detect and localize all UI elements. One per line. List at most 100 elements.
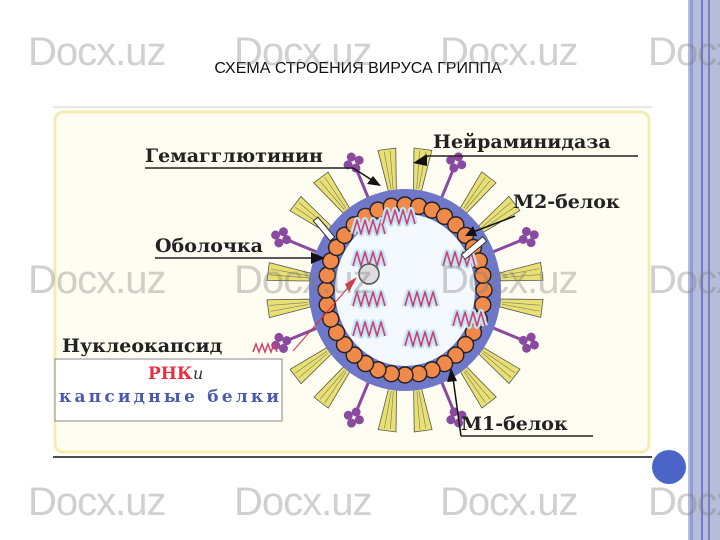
slide-title: СХЕМА СТРОЕНИЯ ВИРУСА ГРИППА: [214, 60, 502, 77]
rna-sample-icon: [252, 341, 278, 355]
hemagglutinin-stripe: [324, 371, 347, 404]
hemagglutinin-stripe: [269, 302, 308, 306]
slide-border-rail: [688, 0, 720, 540]
neuraminidase-head: [457, 410, 467, 420]
hemagglutinin-spike: [266, 298, 311, 319]
neuraminidase-head: [282, 336, 292, 346]
watermark: Docx.uz: [234, 480, 372, 524]
hemagglutinin-stripe: [389, 150, 394, 189]
hemagglutinin-stripe: [465, 370, 491, 400]
neuraminidase-head: [346, 152, 356, 162]
nucleocapsid-legend-box: [54, 358, 283, 422]
arrowhead: [447, 368, 457, 382]
hemagglutinin-body: [266, 298, 311, 319]
slide-nav-dot: [652, 450, 686, 484]
label-neuraminidase: Нейраминидаза: [433, 131, 611, 153]
neuraminidase-head: [449, 163, 459, 173]
neuraminidase-head: [354, 415, 364, 425]
neuraminidase-head: [446, 155, 456, 165]
m1-matrix-bead: [327, 238, 346, 257]
neuraminidase-head: [282, 235, 292, 245]
hemagglutinin-spike: [499, 298, 544, 318]
hemagglutinin-stripe: [483, 206, 515, 229]
neuraminidase-head: [449, 407, 459, 417]
rna-segment: [352, 321, 386, 337]
label-m1-protein: М1-белок: [461, 413, 568, 435]
m1-matrix-bead: [475, 281, 493, 299]
hemagglutinin-stripe: [483, 350, 515, 373]
hemagglutinin-stripe: [270, 268, 309, 277]
rna-segment: [352, 291, 386, 307]
neuraminidase-head: [529, 340, 539, 350]
rna-segment: [352, 219, 386, 235]
neuraminidase-head: [453, 152, 463, 162]
neuraminidase-head: [354, 155, 364, 165]
neuraminidase-head: [518, 335, 528, 345]
neuraminidase-spike: [493, 326, 539, 353]
hemagglutinin-stripe: [298, 352, 329, 378]
hemagglutinin-stripe: [502, 301, 541, 306]
neuraminidase-head: [343, 160, 353, 170]
neuraminidase-spike: [440, 152, 467, 199]
label-and: и: [193, 364, 203, 383]
hemagglutinin-stripe: [501, 268, 540, 276]
pointer-arrow: [292, 281, 354, 352]
hemagglutinin-stripe: [481, 352, 512, 378]
neuraminidase-spike: [493, 227, 539, 254]
pointer-arrow: [472, 215, 516, 233]
watermark: Docx.uz: [28, 480, 166, 524]
m2-protein-channel: [312, 216, 336, 242]
label-nucleocapsid: Нуклеокапсид: [62, 335, 223, 357]
neuraminidase-head: [274, 238, 284, 248]
hemagglutinin-stripe: [295, 351, 327, 374]
neuraminidase-head: [278, 227, 288, 237]
hemagglutinin-spike: [478, 347, 521, 385]
hemagglutinin-stripe: [416, 150, 420, 189]
arrowhead: [465, 226, 477, 236]
hemagglutinin-stripe: [324, 177, 347, 209]
pointer-arrow: [452, 377, 462, 437]
neuraminidase-head: [526, 238, 536, 248]
watermark: Docx.uz: [440, 480, 578, 524]
m2-protein-channel: [460, 235, 488, 261]
hemagglutinin-stripe: [501, 303, 540, 312]
rna-segment: [404, 291, 438, 307]
hemagglutinin-stripe: [463, 371, 486, 403]
hemagglutinin-stripe: [463, 176, 486, 209]
neuraminidase-head: [279, 343, 289, 353]
hemagglutinin-stripe: [270, 304, 309, 312]
arrowhead: [311, 252, 325, 264]
rna-segment: [442, 251, 476, 267]
neuraminidase-head: [526, 332, 536, 342]
slide-border-line: [708, 0, 710, 540]
neuraminidase-head: [457, 160, 467, 170]
neuraminidase-head: [274, 332, 284, 342]
hemagglutinin-spike: [499, 261, 544, 282]
label-rna: РНК: [148, 364, 193, 384]
slide-border-line: [701, 0, 703, 540]
label-envelope: Оболочка: [155, 235, 263, 257]
hemagglutinin-stripe: [481, 202, 512, 228]
neuraminidase-head: [351, 163, 361, 173]
hemagglutinin-stripe: [383, 151, 392, 190]
neuraminidase-spike: [343, 381, 370, 428]
hemagglutinin-stripe: [319, 180, 345, 210]
m1-matrix-bead: [318, 266, 336, 284]
neuraminidase-head: [271, 230, 281, 240]
rna-segment: [404, 331, 438, 347]
neuraminidase-head: [343, 410, 353, 420]
hemagglutinin-spike: [266, 262, 311, 282]
neuraminidase-spike: [271, 227, 317, 254]
hemagglutinin-body: [499, 261, 544, 282]
neuraminidase-head: [446, 415, 456, 425]
slide-border-line: [690, 0, 693, 540]
hemagglutinin-stripe: [390, 391, 394, 430]
hemagglutinin-stripe: [384, 390, 392, 429]
neuraminidase-head: [347, 418, 357, 428]
hemagglutinin-stripe: [416, 391, 421, 430]
arrowhead: [413, 154, 427, 166]
arrowhead: [345, 277, 357, 292]
rna-segment: [452, 311, 486, 327]
label-capsid-proteins: капсидные белки: [59, 387, 279, 407]
neuraminidase-head: [518, 234, 528, 244]
